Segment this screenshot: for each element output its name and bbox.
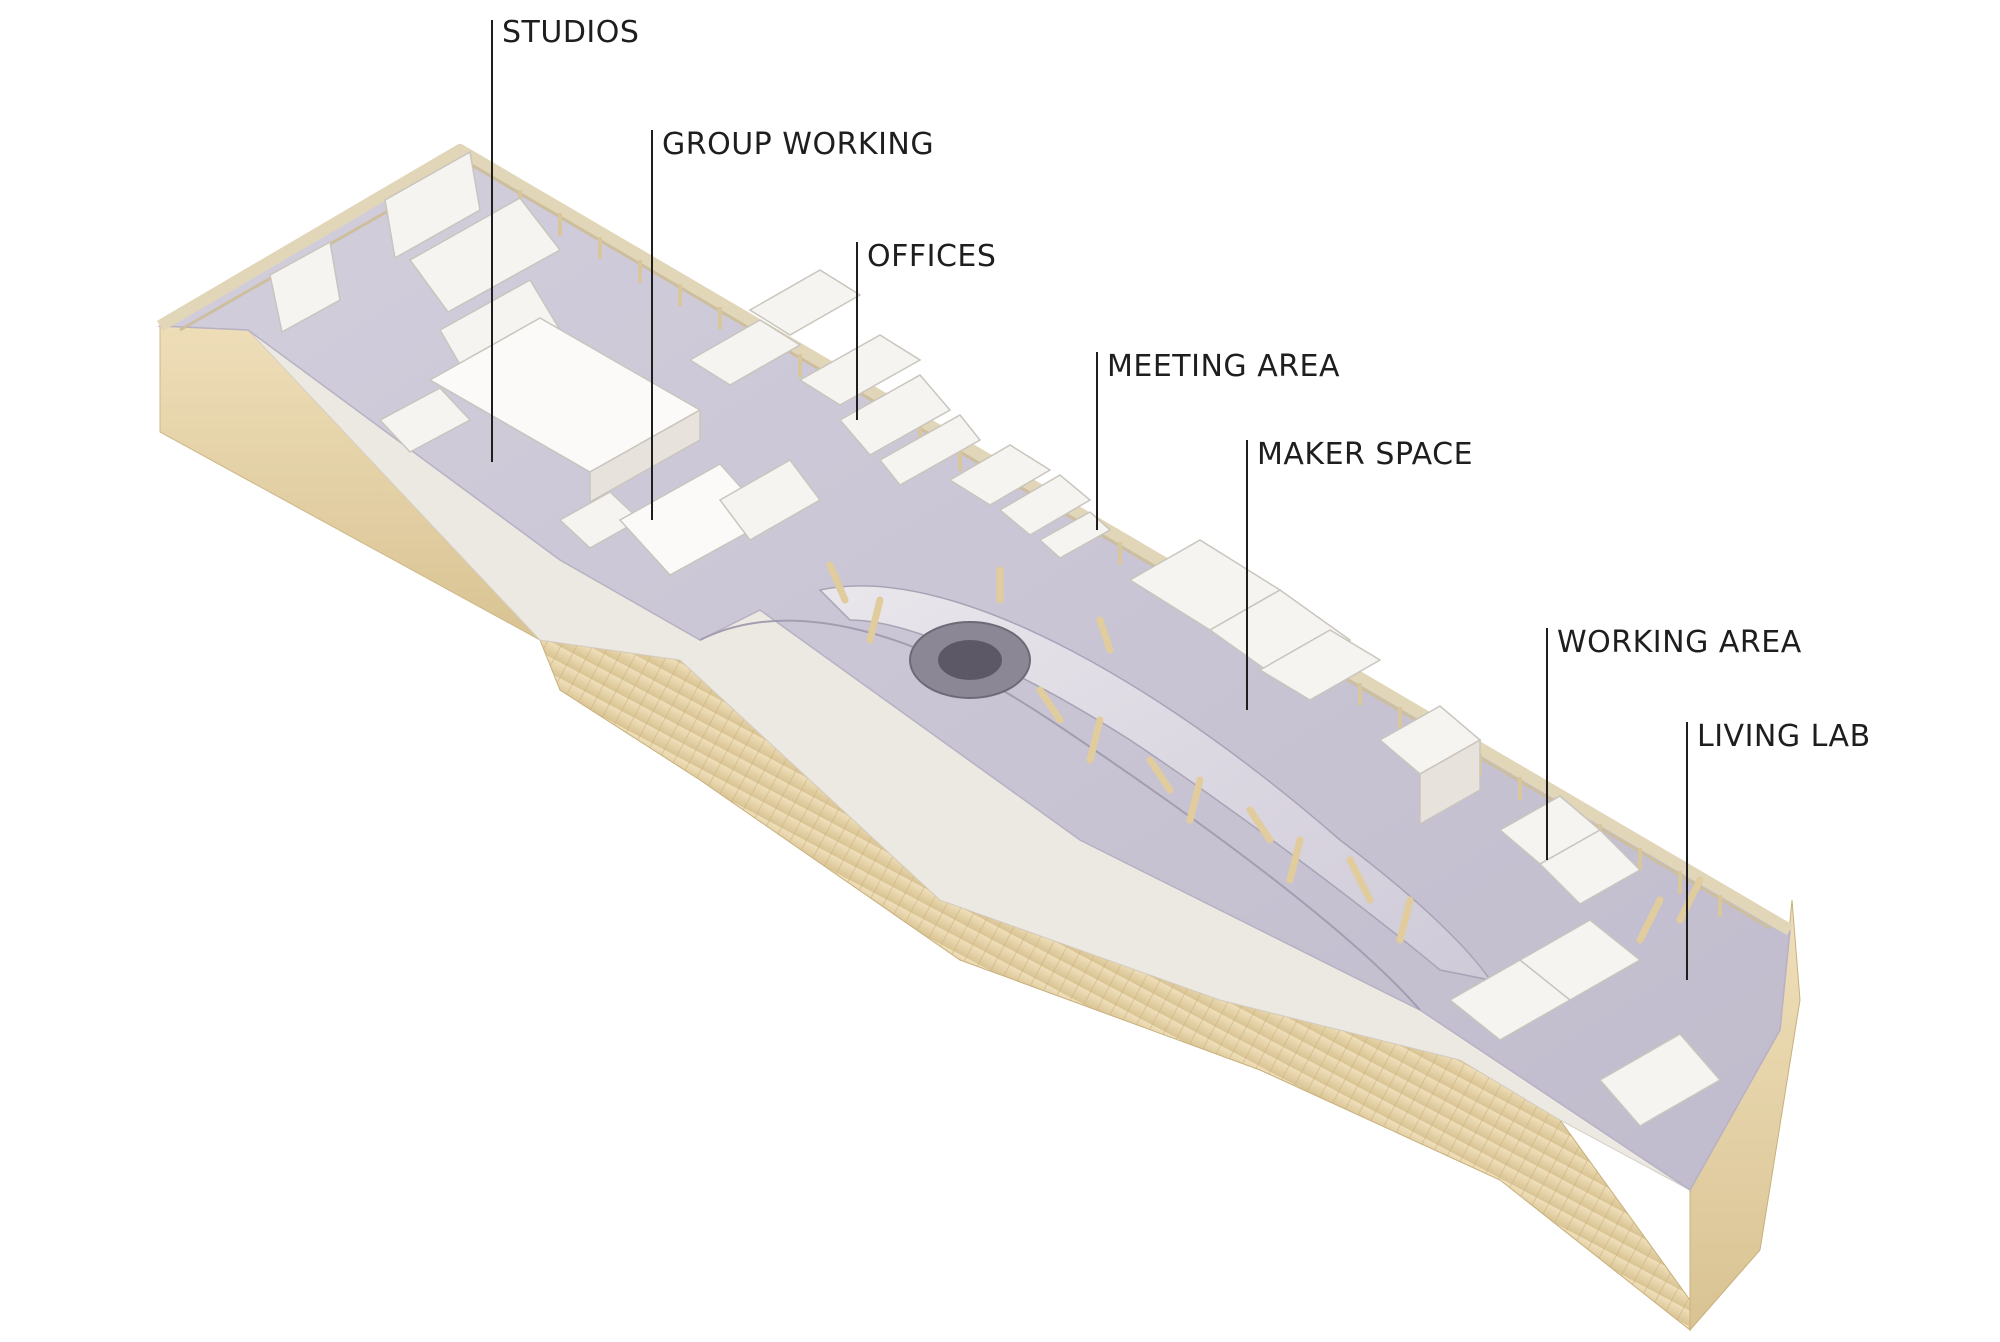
leader-lines: [491, 20, 1688, 980]
outer-ramp-curve: [699, 619, 1421, 1011]
timber-columns: [826, 561, 1704, 944]
zone-labels: STUDIOS GROUP WORKING OFFICES MEETING AR…: [502, 15, 1871, 754]
office-room: [798, 334, 922, 406]
spiral-stair-core: [938, 640, 1002, 680]
label-working-area: WORKING AREA: [1557, 625, 1802, 660]
label-studios: STUDIOS: [502, 15, 639, 50]
label-maker-space: MAKER SPACE: [1257, 437, 1473, 472]
room-blocks: [269, 150, 1722, 1127]
label-living-lab: LIVING LAB: [1697, 719, 1871, 754]
label-group-working: GROUP WORKING: [662, 127, 934, 162]
label-offices: OFFICES: [867, 239, 996, 274]
group-working-room-wall: [589, 408, 701, 504]
meeting-room: [948, 444, 1052, 506]
room: [718, 459, 822, 541]
working-area-room: [1538, 829, 1642, 905]
central-ramp: [699, 585, 1492, 1011]
label-meeting-area: MEETING AREA: [1107, 349, 1340, 384]
maker-space-room: [1258, 629, 1382, 701]
office-room: [688, 319, 802, 386]
meeting-room: [998, 474, 1092, 536]
studio-room: [269, 240, 341, 334]
office-room: [838, 374, 952, 456]
stair-core-wall: [1419, 738, 1481, 826]
office-room: [878, 414, 982, 486]
meeting-room: [1038, 511, 1112, 559]
room: [378, 387, 472, 453]
living-lab-room: [1598, 1033, 1722, 1127]
studio-room: [408, 197, 562, 313]
living-lab-room: [1518, 919, 1642, 1001]
building-volume: [156, 144, 1801, 1332]
office-room: [748, 269, 862, 336]
studio-room: [384, 150, 481, 260]
